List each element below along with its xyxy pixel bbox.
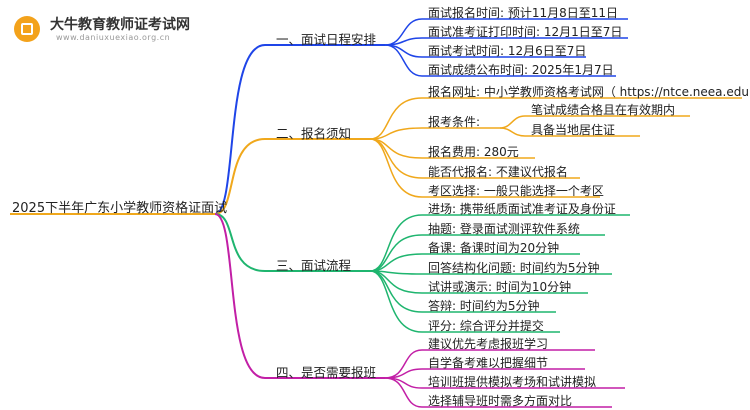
branch-2-label: 二、报名须知 [276,126,352,141]
b3-item-3: 备课: 备课时间为20分钟 [428,241,560,255]
b1-item-4: 面试成绩公布时间: 2025年1月7日 [428,63,614,77]
connector-b3-item-7 [369,270,560,333]
b3-item-6: 答辩: 时间约为5分钟 [428,299,540,313]
b2-condition-1: 笔试成绩合格且在有效期内 [531,103,676,117]
connector-b1-item-4 [384,44,616,77]
logo-badge-icon [14,16,40,42]
book-icon [21,23,33,35]
connector-b2-item-2 [369,127,500,140]
b3-item-5: 试讲或演示: 时间为10分钟 [428,280,572,294]
b2-item-4: 能否代报名: 不建议代报名 [428,165,568,179]
connector-b4-item-4 [384,377,612,408]
b2-condition-2: 具备当地居住证 [531,123,616,137]
b1-item-3: 面试考试时间: 12月6日至7日 [428,44,587,58]
connector-branch-3 [214,213,266,272]
branch-1-label: 一、面试日程安排 [276,32,377,47]
b1-item-1: 面试报名时间: 预计11月8日至11日 [428,6,619,20]
b3-item-4: 回答结构化问题: 时间约为5分钟 [428,261,600,275]
connector-b3-item-1 [369,214,630,272]
connector-b3-item-2 [369,234,605,272]
b4-item-3: 培训班提供模拟考场和试讲模拟 [428,375,597,389]
root-topic: 2025下半年广东小学教师资格证面试 [12,201,228,216]
branch-3-label: 三、面试流程 [276,258,352,273]
b1-item-2: 面试准考证打印时间: 12月1日至7日 [428,25,623,39]
b4-item-4: 选择辅导班时需多方面对比 [428,394,573,408]
connector-branch-2 [214,138,266,215]
b4-item-1: 建议优先考虑报班学习 [428,337,549,351]
b2-item-1: 报名网址: 中小学教师资格考试网（ https://ntce.neea.edu.… [428,85,750,99]
b4-item-2: 自学备考难以把握细节 [428,356,549,370]
branch-4-label: 四、是否需要报班 [276,365,377,380]
b2-item-2: 报考条件: [428,115,481,129]
b2-item-3: 报名费用: 280元 [428,145,519,159]
connector-b2-item-1 [369,97,742,140]
connector-branch-1 [214,44,266,215]
connector-branch-4 [214,213,266,379]
connector-b2-item-5 [369,138,600,198]
logo-title: 大牛教育教师证考试网 [50,17,190,33]
logo: 大牛教育教师证考试网 www.daniuxuexiao.org.cn [6,6,206,46]
b3-item-2: 抽题: 登录面试测评软件系统 [428,222,580,236]
b3-item-1: 进场: 携带纸质面试准考证及身份证 [428,202,616,216]
logo-url: www.daniuxuexiao.org.cn [56,33,171,42]
connector-b2-cond-2 [499,127,640,137]
b2-item-5: 考区选择: 一般只能选择一个考区 [428,184,604,198]
b3-item-7: 评分: 综合评分并提交 [428,319,544,333]
